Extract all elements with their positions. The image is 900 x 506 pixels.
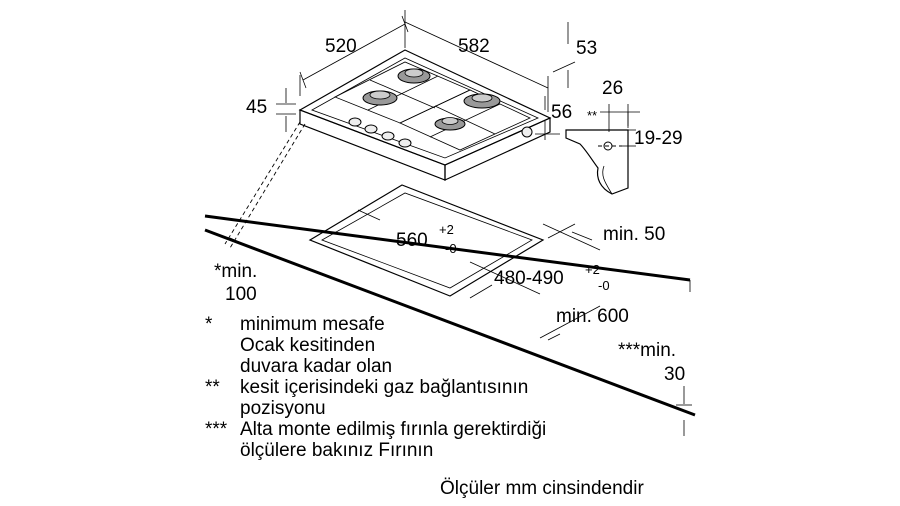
dim-480-label: 480-490: [494, 268, 564, 289]
footnote-2-mark: **: [205, 377, 220, 398]
units-footer: Ölçüler mm cinsindendir: [440, 478, 644, 499]
dim-480-490: 480-490 +2 -0: [469, 223, 610, 299]
dim-min100-label-b: 100: [225, 284, 257, 305]
footnote-1-line-3: duvara kadar olan: [240, 356, 393, 377]
footnote-3-line-2: ölçülere bakınız Fırının: [240, 440, 434, 461]
footnote-2-line-1: kesit içerisindeki gaz bağlantısının: [240, 377, 529, 398]
dim-min30-label-b: 30: [664, 364, 685, 385]
dim-582: 582: [404, 10, 549, 112]
dim-480-tol-plus: +2: [585, 262, 600, 277]
dim-480-tol-minus: -0: [598, 278, 610, 293]
footnote-1-mark: *: [205, 314, 213, 335]
dim-min30-label-a: ***min.: [618, 340, 676, 361]
dim-520: 520: [299, 15, 409, 89]
dim-560-tol-plus: +2: [439, 222, 454, 237]
footnote-3-line-1: Alta monte edilmiş fırınla gerektirdiği: [240, 419, 547, 440]
gas-connection-detail: 26 ** 19-29: [565, 78, 683, 195]
dim-53: 53: [552, 22, 597, 88]
dim-19-29-label: 19-29: [634, 128, 683, 149]
dim-560-tol-minus: -0: [445, 241, 457, 256]
dim-min600-label: min. 600: [556, 306, 629, 327]
dim-56: 56: [535, 96, 572, 140]
dim-min-600: min. 600: [539, 305, 629, 341]
dim-45: 45: [246, 75, 301, 132]
dim-45-label: 45: [246, 97, 267, 118]
dim-min100-label-a: *min.: [214, 261, 257, 282]
control-knobs: [348, 117, 412, 148]
dim-520-label: 520: [325, 36, 357, 57]
dim-min-100: *min. 100: [214, 237, 305, 305]
dim-min-30: ***min. 30: [618, 340, 692, 436]
dim-star-label: **: [587, 108, 597, 123]
dim-min-50: min. 50: [542, 223, 665, 251]
footnote-2: ** kesit içerisindeki gaz bağlantısının …: [205, 377, 725, 419]
worktop: [204, 121, 696, 417]
dim-582-label: 582: [458, 36, 490, 57]
dim-53-label: 53: [576, 38, 597, 59]
dim-min50-label: min. 50: [603, 224, 665, 245]
burners: [362, 68, 501, 131]
dim-560-label: 560: [396, 230, 428, 251]
footnotes: * minimum mesafe Ocak kesitinden duvara …: [205, 314, 725, 461]
footnote-3: *** Alta monte edilmiş fırınla gerektird…: [205, 419, 725, 461]
dim-56-label: 56: [551, 102, 572, 123]
footnote-1-line-1: minimum mesafe: [240, 314, 385, 335]
footnote-3-mark: ***: [205, 419, 228, 440]
dim-560: 560 +2 -0: [357, 209, 541, 295]
footnote-2-line-2: pozisyonu: [240, 398, 326, 419]
hob-drawing: [298, 49, 552, 181]
pan-supports: [334, 61, 531, 151]
footnote-1-line-2: Ocak kesitinden: [240, 335, 376, 356]
footnote-1: * minimum mesafe Ocak kesitinden duvara …: [205, 314, 725, 377]
dim-26-label: 26: [602, 78, 623, 99]
